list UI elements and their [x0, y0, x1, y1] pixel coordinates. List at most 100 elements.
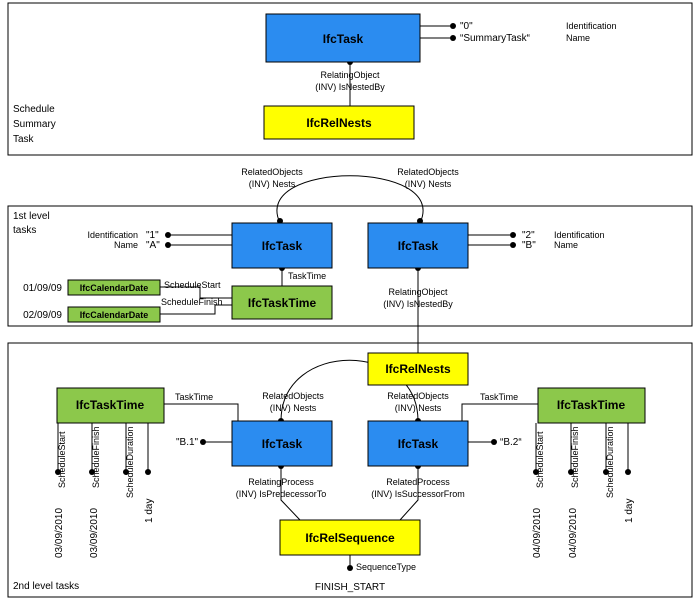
right-schedule-start-value: 04/09/2010: [532, 508, 543, 558]
calendar-date-start-box: [67, 279, 161, 296]
connector-dot: [450, 23, 456, 29]
schedule-start-relation: ScheduleStart: [164, 280, 221, 290]
left-tasktime-label: IfcTaskTime: [76, 398, 145, 412]
connector-dot: [625, 469, 631, 475]
level2-ifcrelnests-label: IfcRelNests: [385, 362, 451, 376]
task-b-identification-attr: Identification: [554, 230, 605, 240]
sequence-type-relation: SequenceType: [356, 562, 416, 572]
connector-dot: [510, 242, 516, 248]
summary-ifctask-label: IfcTask: [323, 32, 364, 46]
calendar-date-start-label: IfcCalendarDate: [80, 283, 149, 293]
connector-dot: [123, 469, 129, 475]
left-schedule-duration-attr: ScheduleDuration: [125, 426, 135, 498]
task-b1-identification: "B.1": [176, 437, 199, 448]
task-b2-label: IfcTask: [398, 437, 439, 451]
connector-dot: [347, 565, 353, 571]
connector-dot: [89, 469, 95, 475]
right-tasktime-label: IfcTaskTime: [557, 398, 626, 412]
level2-panel-label: 2nd level tasks: [13, 581, 79, 592]
summary-name-attr: Name: [566, 33, 590, 43]
task-a-box: [231, 222, 333, 269]
summary-identification-attr: Identification: [566, 21, 617, 31]
second-level-panel: [7, 342, 693, 598]
task-b2-box: [367, 420, 469, 467]
summary-identification-value: "0": [460, 21, 473, 32]
summary-relating-object-label: RelatingObject: [320, 70, 380, 80]
connector-dot: [568, 469, 574, 475]
calendar-date-finish-label: IfcCalendarDate: [80, 310, 149, 320]
task-a-identification-attr: Identification: [87, 230, 138, 240]
level1-panel-label-line: 1st level: [13, 211, 50, 222]
right-schedule-start-attr: ScheduleStart: [535, 431, 545, 488]
left-tasktime-box: [56, 387, 165, 424]
connector-dot: [165, 242, 171, 248]
connector-dot: [450, 35, 456, 41]
summary-related-left-label: RelatedObjects: [241, 167, 303, 177]
left-tasktime-relation: TaskTime: [175, 392, 213, 402]
summary-ifcrelnests-box: [263, 105, 415, 140]
summary-relating-object-inverse: (INV) IsNestedBy: [315, 82, 385, 92]
task-a-name-value: "A": [146, 240, 160, 251]
connector-dot: [200, 439, 206, 445]
connector-dot: [145, 469, 151, 475]
right-schedule-finish-attr: ScheduleFinish: [570, 426, 580, 488]
date-start-value: 01/09/09: [23, 283, 62, 294]
date-finish-value: 02/09/09: [23, 310, 62, 321]
left-schedule-finish-attr: ScheduleFinish: [91, 426, 101, 488]
task-a-identification-value: "1": [146, 230, 159, 241]
ifcrelsequence-box: [279, 519, 421, 556]
task-b-relating-object-inverse: (INV) IsNestedBy: [383, 299, 453, 309]
level2-related-right-inverse: (INV) Nests: [395, 403, 442, 413]
connector-lines: [57, 25, 629, 568]
summary-related-right-label: RelatedObjects: [397, 167, 459, 177]
relating-process-inverse: (INV) IsPredecessorTo: [236, 489, 327, 499]
task-b2-identification: “B.2“: [500, 437, 522, 448]
summary-ifctask-box: [265, 13, 421, 63]
task-b-label: IfcTask: [398, 239, 439, 253]
connector-dot: [510, 232, 516, 238]
summary-ifcrelnests-label: IfcRelNests: [306, 116, 372, 130]
summary-related-right-inverse: (INV) Nests: [405, 179, 452, 189]
ifcrelsequence-label: IfcRelSequence: [305, 531, 395, 545]
level1-panel-label-line: tasks: [13, 225, 36, 236]
level2-related-left-label: RelatedObjects: [262, 391, 324, 401]
task-b-identification-value: "2": [522, 230, 535, 241]
summary-name-value: “SummaryTask“: [460, 33, 530, 44]
connector-dot: [55, 469, 61, 475]
connector-dot: [165, 232, 171, 238]
task-b1-label: IfcTask: [262, 437, 303, 451]
right-tasktime-relation: TaskTime: [480, 392, 518, 402]
left-schedule-duration-value: 1 day: [144, 499, 155, 523]
related-process-label: RelatedProcess: [386, 477, 450, 487]
calendar-date-finish-box: [67, 306, 161, 323]
left-schedule-finish-value: 03/09/2010: [89, 508, 100, 558]
summary-panel-label-line: Task: [13, 134, 35, 145]
first-level-panel: [7, 205, 693, 327]
level2-ifcrelnests-box: [367, 352, 469, 386]
task-b1-box: [231, 420, 333, 467]
left-schedule-start-value: 03/09/2010: [54, 508, 65, 558]
right-schedule-finish-value: 04/09/2010: [568, 508, 579, 558]
task-b-name-attr: Name: [554, 240, 578, 250]
summary-related-left-inverse: (INV) Nests: [249, 179, 296, 189]
task-b-relating-object-label: RelatingObject: [388, 287, 448, 297]
connector-dot: [603, 469, 609, 475]
task-a-tasktime-relation: TaskTime: [288, 271, 326, 281]
task-b-box: [367, 222, 469, 269]
level2-related-left-inverse: (INV) Nests: [270, 403, 317, 413]
schedule-finish-relation: ScheduleFinish: [161, 297, 223, 307]
task-a-tasktime-box: [231, 285, 333, 320]
right-tasktime-box: [537, 387, 646, 424]
related-process-inverse: (INV) IsSuccessorFrom: [371, 489, 465, 499]
sequence-type-value: FINISH_START: [315, 582, 385, 593]
summary-panel-label-line: Summary: [13, 119, 56, 130]
right-schedule-duration-attr: ScheduleDuration: [605, 426, 615, 498]
task-b-name-value: "B": [522, 240, 536, 251]
connector-dot: [533, 469, 539, 475]
task-a-name-attr: Name: [114, 240, 138, 250]
level2-related-right-label: RelatedObjects: [387, 391, 449, 401]
task-a-tasktime-label: IfcTaskTime: [248, 296, 317, 310]
right-schedule-duration-value: 1 day: [624, 499, 635, 523]
relating-process-label: RelatingProcess: [248, 477, 314, 487]
